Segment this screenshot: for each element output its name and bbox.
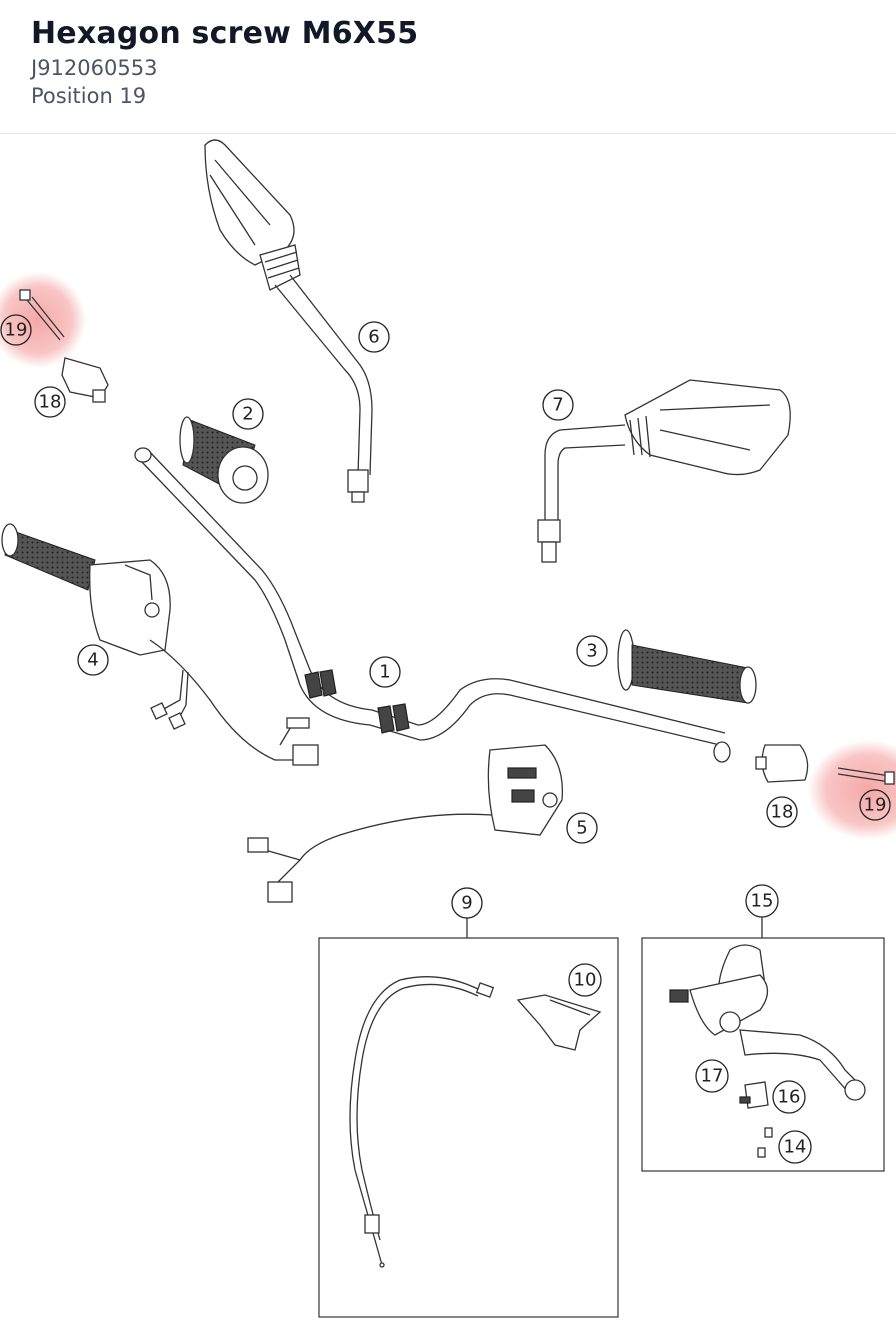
part-title: Hexagon screw M6X55 [31, 16, 419, 51]
callout-18-left[interactable]: 18 [34, 386, 66, 418]
svg-text:10: 10 [574, 970, 597, 991]
callout-6[interactable]: 6 [358, 321, 390, 353]
grip-left-with-switch[interactable] [1, 523, 319, 766]
part-header: Hexagon screw M6X55 J912060553 Position … [0, 0, 896, 134]
svg-text:7: 7 [552, 395, 563, 416]
callout-4[interactable]: 4 [77, 644, 109, 676]
hexagon-screw-19-left[interactable] [19, 289, 65, 341]
part-position: Position 19 [31, 84, 147, 108]
svg-text:6: 6 [368, 327, 379, 348]
callout-19-left[interactable]: 19 [0, 314, 32, 346]
callout-2[interactable]: 2 [232, 398, 264, 430]
exploded-diagram[interactable]: 1 2 3 4 5 6 7 9 10 14 15 16 17 18 18 19 … [0, 135, 896, 1335]
callout-15[interactable]: 15 [745, 884, 779, 918]
callout-19-right[interactable]: 19 [859, 789, 891, 821]
callout-10[interactable]: 10 [568, 963, 602, 997]
callout-1[interactable]: 1 [369, 656, 401, 688]
svg-text:2: 2 [242, 404, 253, 425]
callout-16[interactable]: 16 [772, 1080, 806, 1114]
cable-cover-10[interactable] [516, 994, 602, 1051]
switch-right[interactable] [247, 744, 564, 903]
callout-9[interactable]: 9 [451, 887, 483, 919]
clutch-cable-box[interactable] [318, 918, 619, 1318]
screws-14[interactable] [757, 1127, 773, 1158]
svg-text:9: 9 [461, 893, 472, 914]
highlight-right [808, 740, 896, 840]
svg-text:16: 16 [778, 1087, 801, 1108]
mirror-left[interactable] [204, 139, 373, 503]
callout-17[interactable]: 17 [695, 1059, 729, 1093]
svg-text:19: 19 [5, 320, 28, 341]
bar-end-right[interactable] [755, 744, 809, 783]
brake-lever-box[interactable] [641, 915, 885, 1172]
callout-3[interactable]: 3 [576, 635, 608, 667]
svg-text:18: 18 [771, 802, 794, 823]
callout-5[interactable]: 5 [566, 812, 598, 844]
callout-18-right[interactable]: 18 [766, 796, 798, 828]
callout-14[interactable]: 14 [778, 1130, 812, 1164]
svg-text:4: 4 [87, 650, 98, 671]
svg-text:5: 5 [576, 818, 587, 839]
handlebar[interactable] [134, 447, 731, 763]
svg-text:15: 15 [751, 891, 774, 912]
callout-7[interactable]: 7 [542, 389, 574, 421]
svg-text:18: 18 [39, 392, 62, 413]
diagram-canvas: 1 2 3 4 5 6 7 9 10 14 15 16 17 18 18 19 … [0, 139, 896, 1318]
svg-text:19: 19 [864, 795, 887, 816]
grip-2[interactable] [179, 416, 269, 504]
switch-16[interactable] [739, 1081, 769, 1109]
hexagon-screw-19-right[interactable] [837, 767, 895, 785]
mirror-right[interactable] [537, 379, 791, 563]
svg-text:17: 17 [701, 1066, 724, 1087]
bar-end-left[interactable] [61, 357, 109, 403]
part-number: J912060553 [31, 56, 158, 80]
svg-text:14: 14 [784, 1137, 807, 1158]
svg-text:3: 3 [586, 641, 597, 662]
svg-text:1: 1 [379, 662, 390, 683]
grip-3[interactable] [617, 629, 757, 704]
